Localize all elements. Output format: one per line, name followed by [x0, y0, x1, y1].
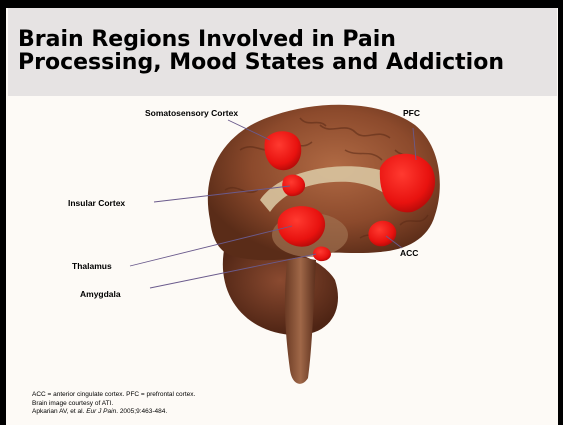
citation-journal: Eur J Pain — [86, 408, 116, 415]
thalamus-label: Thalamus — [72, 261, 112, 271]
footnote-image-credit: Brain image courtesy of ATI. — [32, 400, 432, 409]
footnote-citation: Apkarian AV, et al. Eur J Pain. 2005;9:4… — [32, 408, 432, 417]
somatosensory-label: Somatosensory Cortex — [145, 108, 238, 118]
citation-volume: . 2005;9:463-484. — [116, 408, 167, 415]
insular-label: Insular Cortex — [68, 198, 125, 208]
footnote: ACC = anterior cingulate cortex. PFC = p… — [32, 391, 432, 417]
footnote-abbreviations: ACC = anterior cingulate cortex. PFC = p… — [32, 391, 432, 400]
brainstem — [285, 255, 316, 384]
citation-authors: Apkarian AV, et al. — [32, 408, 86, 415]
acc-label: ACC — [400, 248, 418, 258]
pfc-label: PFC — [403, 108, 420, 118]
amygdala-label: Amygdala — [80, 289, 121, 299]
